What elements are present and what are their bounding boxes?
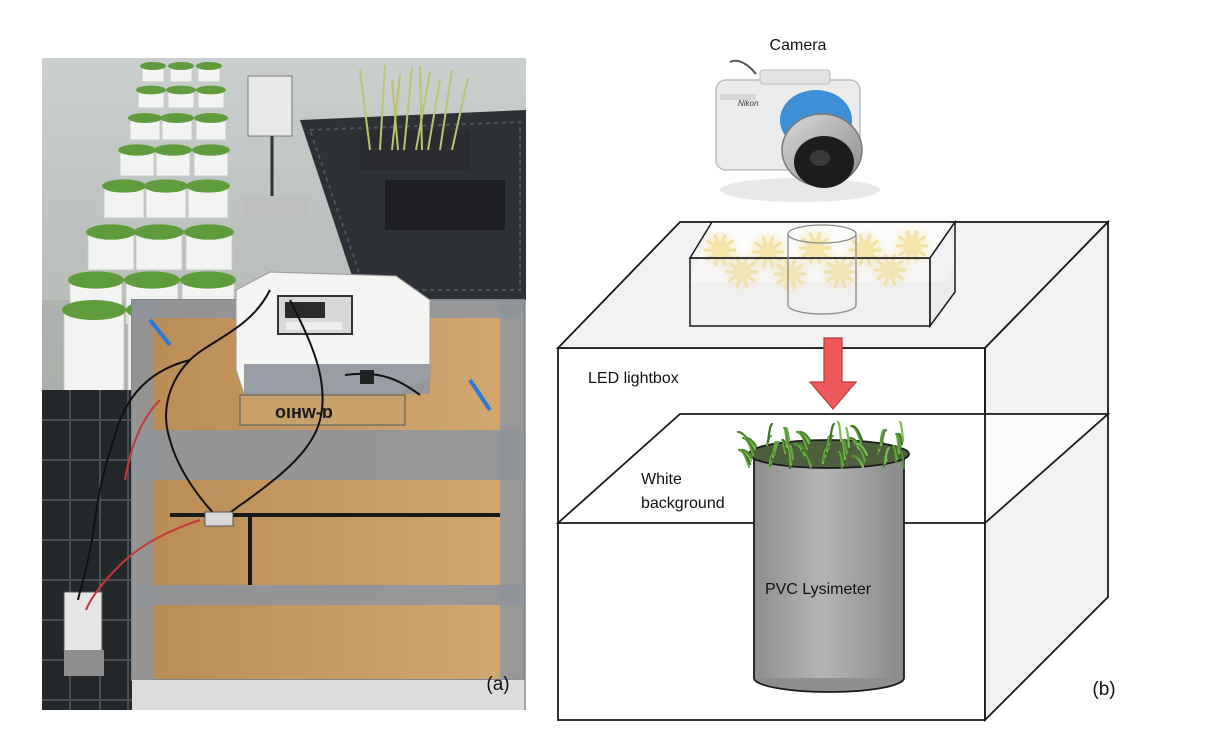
pvc-lysimeter	[736, 420, 910, 693]
cable-connector	[360, 370, 374, 384]
grass-blade	[836, 420, 843, 443]
grass-blade	[850, 424, 864, 442]
lysimeter-pot	[168, 62, 194, 83]
lysimeter-pot	[154, 144, 192, 177]
grass-blade	[899, 450, 906, 470]
lysimeter-pot	[194, 113, 228, 141]
panel-a-label: (a)	[486, 674, 509, 695]
grass-blade	[828, 422, 836, 444]
camera-icon: Nikon	[715, 59, 880, 202]
lysimeter-pot	[118, 144, 156, 177]
seedling-tray	[359, 64, 469, 151]
panel-b-schematic: Camera Nikon	[555, 37, 1116, 723]
grass-blade	[744, 436, 758, 448]
lysimeter-pot	[140, 62, 166, 83]
grass-blade	[880, 428, 888, 444]
lysimeter-pot	[186, 179, 230, 219]
lysimeter-pot	[196, 62, 222, 83]
greenhouse-bench	[300, 110, 526, 300]
grass-blade	[784, 426, 791, 443]
lysimeter-pot	[184, 224, 234, 271]
floor-grate	[42, 390, 142, 710]
grass-blade	[855, 442, 869, 457]
grass-blade	[852, 454, 866, 466]
lysimeter-pot	[102, 179, 146, 219]
grass-blade	[766, 422, 774, 444]
sensor-device	[244, 75, 308, 216]
lysimeter-pot	[136, 85, 166, 109]
grass-blade	[843, 438, 850, 452]
lysimeter-pot	[160, 113, 194, 141]
svg-text:Nikon: Nikon	[738, 99, 759, 108]
battery-pack	[63, 591, 103, 653]
lysimeter-pot	[144, 179, 188, 219]
camera-housing	[235, 271, 431, 395]
grass-blade	[781, 438, 788, 452]
lysimeter-pot	[192, 144, 230, 177]
grass-blade	[893, 444, 900, 458]
grass-blade	[897, 432, 904, 446]
background-label-line2: background	[641, 495, 725, 512]
panel-a-photo: oιнw-ɒ (a)	[42, 58, 526, 710]
lysimeter-pot	[196, 85, 226, 109]
grass-blade	[740, 448, 754, 460]
lysimeter-pot	[134, 224, 184, 271]
svg-text:oιнw-ɒ: oιнw-ɒ	[275, 402, 333, 422]
cable-clip	[204, 511, 234, 527]
down-arrow-icon	[808, 337, 858, 410]
grass-blade	[785, 456, 792, 470]
led-panel	[688, 219, 957, 329]
lysimeter-pot	[166, 85, 196, 109]
grass-blade	[883, 446, 891, 465]
grass-blade	[798, 430, 812, 442]
grass-blade	[800, 448, 814, 466]
grass-canopy	[736, 420, 906, 471]
background-label-line1: White	[641, 471, 682, 488]
lysimeter-pot	[128, 113, 162, 141]
grass-blade	[844, 426, 851, 449]
base-platform	[132, 680, 524, 710]
lysimeter-pot	[86, 224, 136, 271]
lightbox-label: LED lightbox	[588, 370, 679, 387]
glass-cylinder-icon	[787, 224, 857, 315]
panel-b-label: (b)	[1092, 679, 1115, 700]
red-cables	[85, 399, 201, 611]
lysimeter-label: PVC Lysimeter	[765, 581, 872, 598]
grass-blade	[788, 444, 795, 461]
camera-label: Camera	[770, 37, 827, 54]
grass-blade	[898, 420, 905, 443]
cables	[77, 289, 421, 601]
battery	[64, 650, 104, 676]
grass-blade	[839, 450, 846, 464]
grass-blade	[773, 440, 781, 453]
